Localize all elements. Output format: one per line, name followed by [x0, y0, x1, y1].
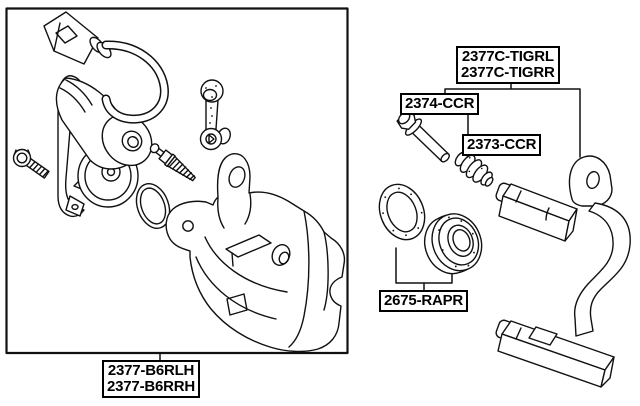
actuator-cable-icon [101, 40, 169, 124]
piston-seal-icon [378, 183, 426, 241]
link-arm-icon [199, 79, 231, 151]
part-number: 2374-CCR [405, 95, 475, 112]
o-ring-icon [135, 183, 171, 229]
caliper-piston-icon [423, 213, 483, 275]
caliper-assembly-box [5, 7, 349, 355]
part-label-seal-kit[interactable]: 2675-RAPR [379, 290, 469, 312]
part-number: 2377C-TIGRL [461, 48, 554, 65]
part-number: 2675-RAPR [384, 292, 464, 309]
caliper-body-icon [165, 153, 346, 353]
part-number: 2377-B6RRH [107, 378, 196, 395]
parking-brake-actuator-icon [43, 11, 169, 218]
guide-pin-bolt-icon [396, 110, 450, 163]
actuator-connector-icon [43, 11, 112, 65]
leader-lines [159, 83, 581, 361]
caliper-bracket-icon [495, 155, 631, 388]
part-label-caliper[interactable]: 2377-B6RLH 2377-B6RRH [102, 360, 201, 398]
part-label-guide-pin-boot[interactable]: 2373-CCR [462, 134, 542, 156]
part-number: 2377C-TIGRR [461, 64, 555, 81]
part-label-carrier[interactable]: 2377C-TIGRL 2377C-TIGRR [456, 46, 560, 84]
mounting-screw-icon [12, 148, 50, 179]
bleeder-screw-icon [149, 143, 196, 182]
part-number: 2377-B6RLH [107, 362, 195, 379]
part-number: 2373-CCR [467, 136, 537, 153]
part-label-guide-pin-bolt[interactable]: 2374-CCR [400, 93, 480, 115]
guide-pin-boot-icon [454, 151, 494, 187]
